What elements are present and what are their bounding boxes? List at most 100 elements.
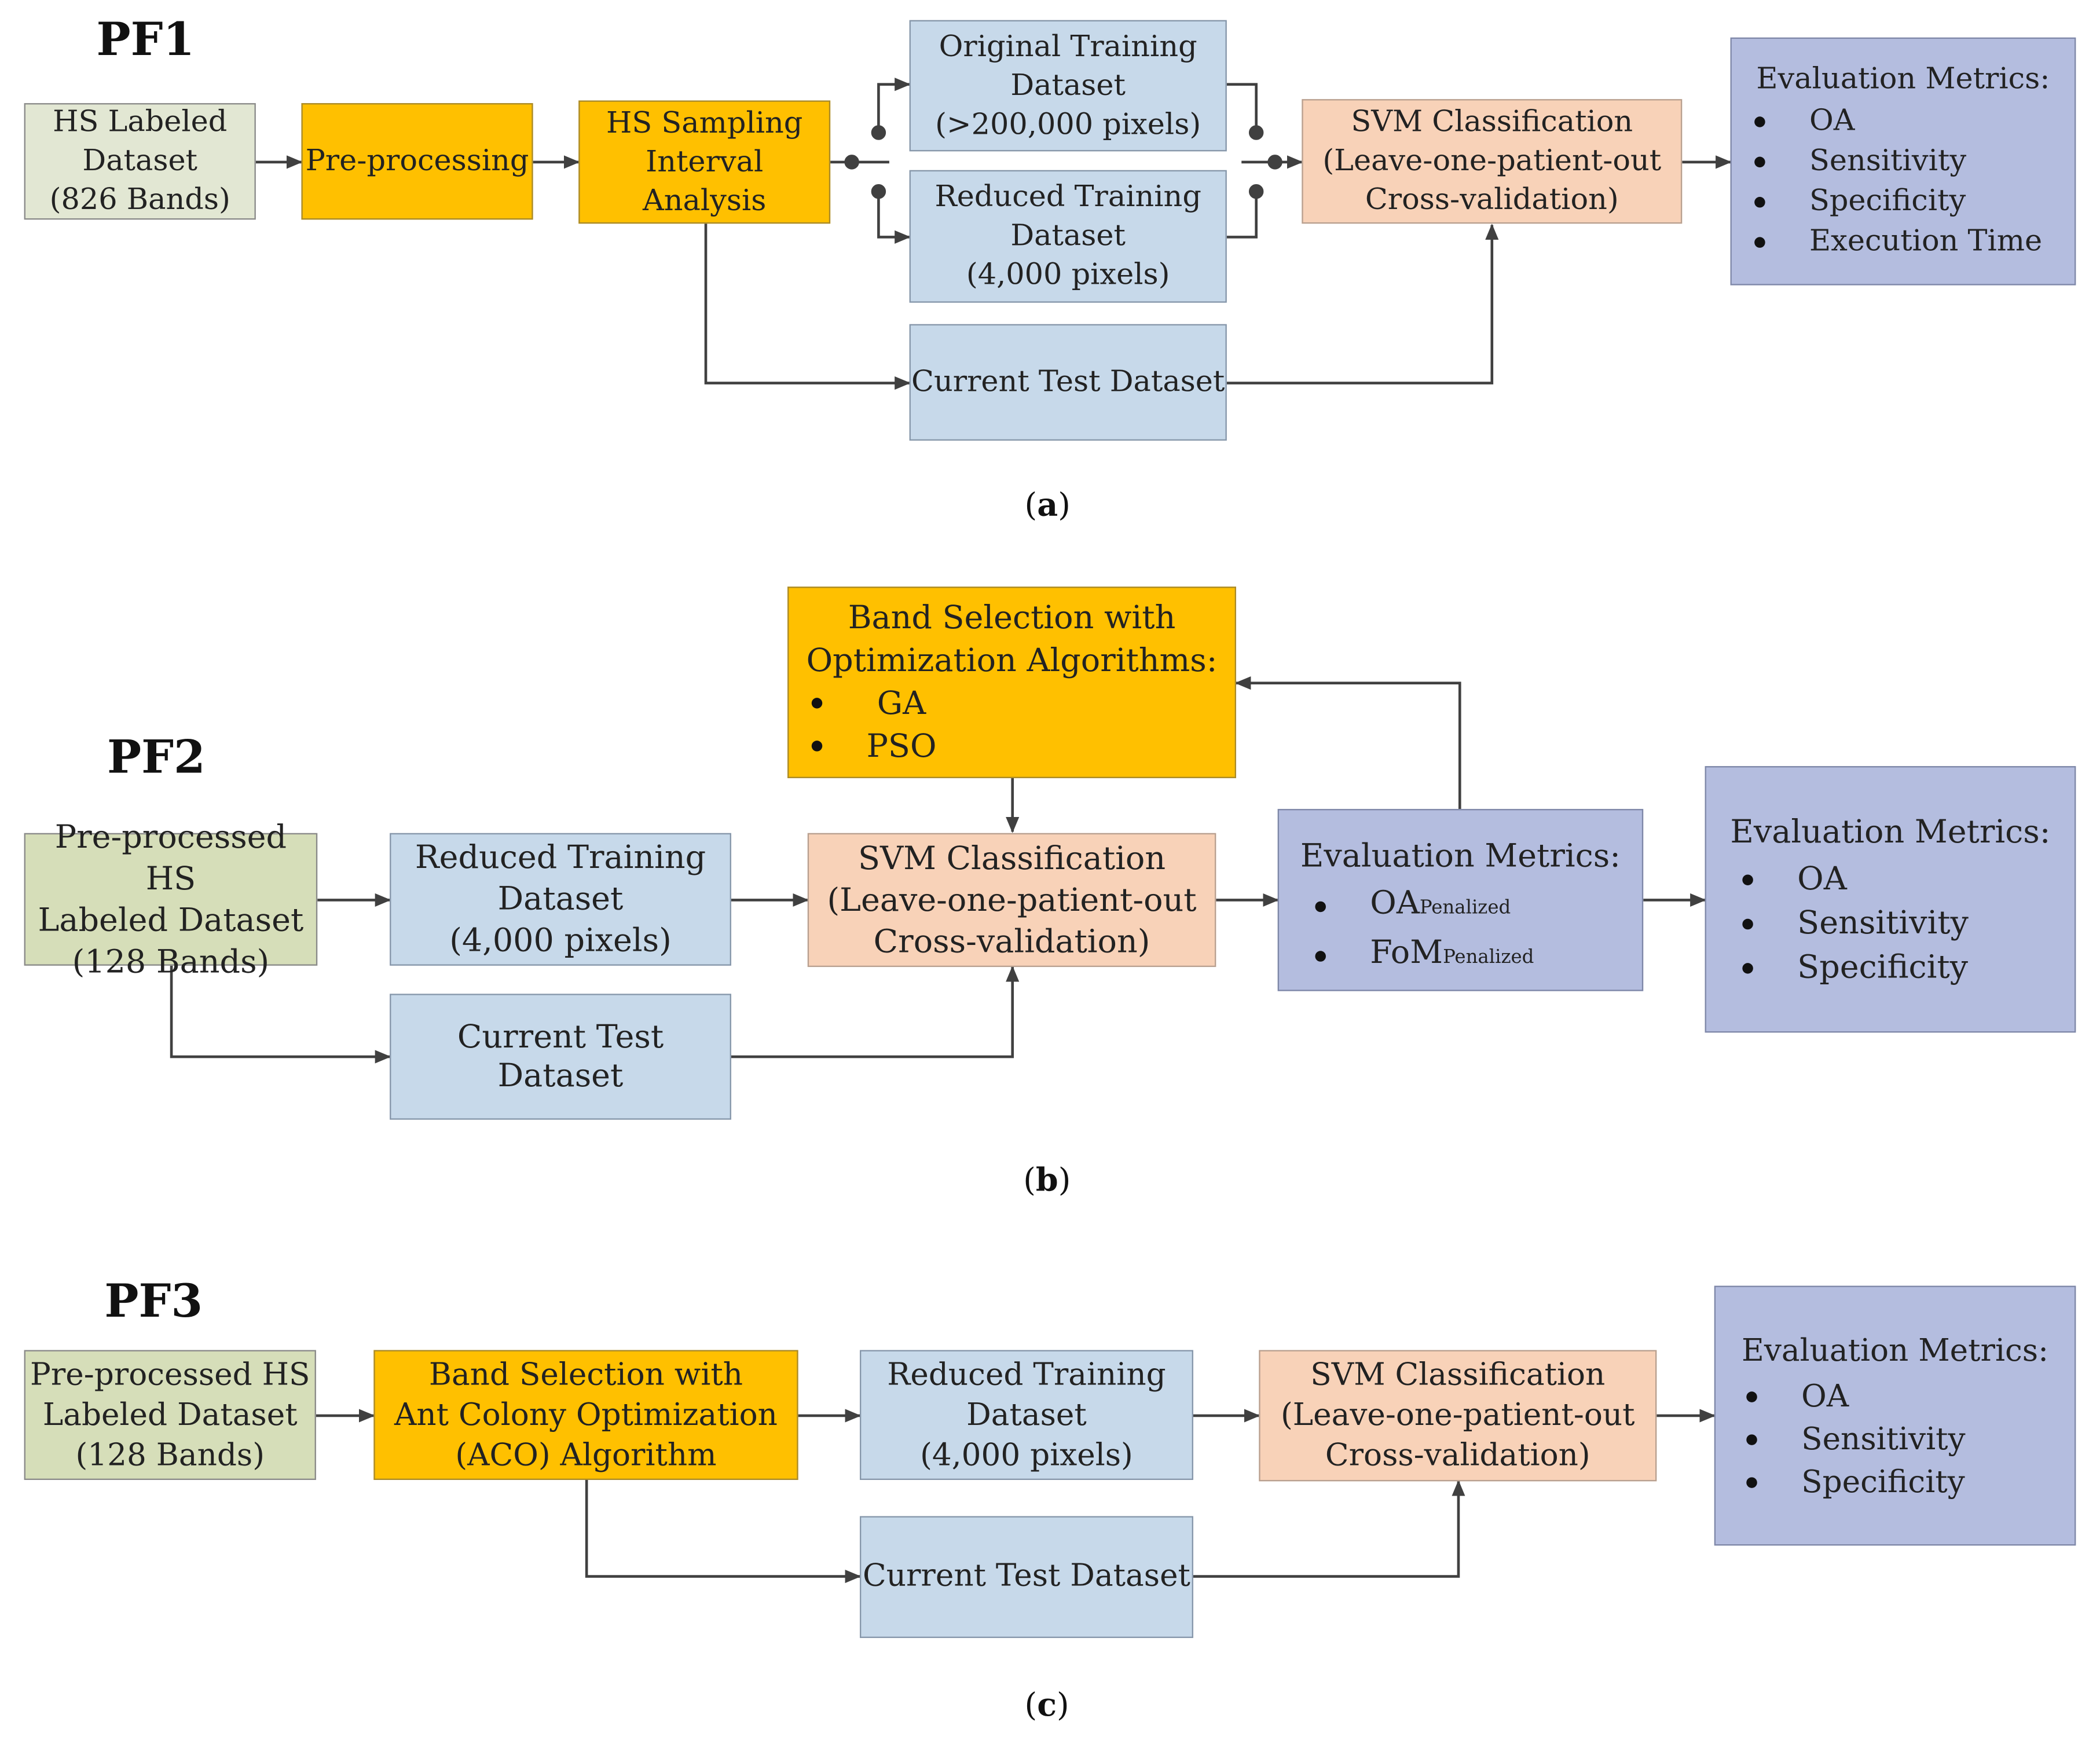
pf2-band-title-line1: Band Selection with [848,598,1176,636]
pf3-arrow-test-to-svm [1193,1479,1465,1578]
pf3-reduced-training-box: Reduced Training Dataset (4,000 pixels) [860,1350,1193,1480]
pf1-labeled-line2: Dataset [82,144,198,178]
pf1-reduced-line3: (4,000 pixels) [966,258,1170,292]
pf3-evaluation-metrics-box: Evaluation Metrics: OA Sensitivity Speci… [1714,1285,2076,1546]
pf2-test-dataset-box: Current Test Dataset [390,994,731,1120]
pf1-original-line3: (>200,000 pixels) [935,108,1201,142]
pf3-labeled-line1: Pre-processed HS [30,1357,310,1393]
pf2-caption-letter: b [1035,1160,1058,1199]
pf3-svm-line3: Cross-validation) [1325,1438,1590,1474]
pf1-svm-line3: Cross-validation) [1365,183,1619,217]
pf1-original-line2: Dataset [1010,69,1126,102]
pf1-metric-item: Sensitivity [1732,142,2042,182]
pf1-metrics-title: Evaluation Metrics: [1756,63,2050,97]
pf1-arrow-to-reduced [877,191,911,244]
pf2-title: PF2 [107,731,206,785]
pf3-test-dataset-box: Current Test Dataset [860,1516,1193,1638]
pf3-reduced-line1: Reduced Training [887,1357,1166,1393]
pf3-labeled-dataset-box: Pre-processed HS Labeled Dataset (128 Ba… [24,1350,316,1480]
pf1-metric-item: OA [1732,102,2042,142]
pf2-band-algorithm-item: GA [789,682,936,724]
pf2-inner-metrics-title: Evaluation Metrics: [1300,837,1621,875]
pf3-caption-letter: c [1037,1684,1057,1724]
pf1-switch-dot-right [1267,155,1282,170]
pf2-svm-line1: SVM Classification [857,839,1166,877]
pf3-reduced-line3: (4,000 pixels) [920,1438,1133,1473]
pf3-svm-line1: SVM Classification [1310,1358,1606,1393]
pf1-original-training-box: Original Training Dataset (>200,000 pixe… [909,20,1227,152]
pf1-svm-line2: (Leave-one-patient-out [1322,144,1662,178]
pf3-caption: (c) [1024,1684,1069,1724]
pf1-sampling-analysis-box: HS Sampling Interval Analysis [578,100,831,224]
pf1-arrow-test-to-svm [1226,224,1499,384]
pf3-labeled-line3: (128 Bands) [75,1438,265,1473]
pf2-reduced-line3: (4,000 pixels) [449,921,672,959]
pf1-caption: (a) [1024,485,1071,524]
pf2-svm-line2: (Leave-one-patient-out [827,880,1197,918]
pf2-reduced-line2: Dataset [497,880,624,918]
pf1-sampling-line1: HS Sampling [606,106,803,140]
pf2-labeled-line2: Labeled Dataset [38,900,304,939]
pf2-arrow-eval-to-band [1234,676,1461,809]
pf1-svm-line1: SVM Classification [1351,105,1633,140]
pf3-band-line2: Ant Colony Optimization [394,1397,778,1432]
pf1-switch-dot-right-up [1248,125,1264,140]
pf2-penalized-metric-item: OAPenalized [1292,881,1534,931]
pf2-metric-item: Specificity [1720,946,1969,990]
pf2-penalized-metric-item: FoMPenalized [1292,931,1534,981]
pf1-labeled-line1: HS Labeled [53,105,228,140]
pf1-hs-labeled-dataset-box: HS Labeled Dataset (826 Bands) [24,103,256,220]
pf3-labeled-line2: Labeled Dataset [42,1397,298,1432]
pf2-metric-sub: Penalized [1419,897,1511,919]
pf1-reduced-out [1226,191,1258,239]
pf2-metric-main: OA [1370,884,1420,922]
pf2-reduced-training-box: Reduced Training Dataset (4,000 pixels) [390,833,731,966]
pf3-svm-box: SVM Classification (Leave-one-patient-ou… [1259,1350,1657,1482]
pf2-svm-line3: Cross-validation) [873,922,1150,960]
pf1-title: PF1 [96,13,195,67]
pf2-band-algorithm-item: PSO [789,724,936,767]
pf3-metrics-title: Evaluation Metrics: [1742,1333,2049,1369]
pf3-test-label: Current Test Dataset [862,1559,1190,1594]
pf3-band-line3: (ACO) Algorithm [455,1438,717,1473]
pf2-arrow-labeled-to-test [170,965,391,1064]
pf1-reduced-training-box: Reduced Training Dataset (4,000 pixels) [909,170,1227,303]
pf1-test-dataset-box: Current Test Dataset [909,324,1227,441]
pf2-band-selection-box: Band Selection with Optimization Algorit… [787,587,1236,778]
pf1-switch-dot-right-down [1248,184,1264,199]
pf2-caption: (b) [1023,1160,1071,1199]
pf1-original-line1: Original Training [939,30,1197,64]
pf3-reduced-line2: Dataset [966,1397,1087,1432]
pf2-metrics-title: Evaluation Metrics: [1730,813,2051,851]
pf3-band-line1: Band Selection with [428,1357,743,1393]
pf1-evaluation-metrics-box: Evaluation Metrics: OA Sensitivity Speci… [1730,37,2076,285]
pf1-preprocessing-label: Pre-processing [305,144,529,178]
pf2-svm-box: SVM Classification (Leave-one-patient-ou… [807,833,1216,968]
pf3-title: PF3 [104,1275,203,1329]
pf3-metric-item: Specificity [1724,1461,1966,1504]
pf2-labeled-line3: (128 Bands) [72,942,270,980]
pf1-switch-dot-left-up [871,125,886,140]
pf2-band-title-line2: Optimization Algorithms: [806,641,1218,679]
pf1-metric-item: Execution Time [1732,222,2042,262]
pf2-test-label: Current Test Dataset [457,1017,664,1094]
pf2-labeled-line1: Pre-processed HS [54,818,287,897]
pf2-arrow-test-to-svm [731,965,1020,1058]
pf3-band-selection-box: Band Selection with Ant Colony Optimizat… [373,1350,798,1480]
pf2-labeled-dataset-box: Pre-processed HS Labeled Dataset (128 Ba… [24,818,318,980]
pf2-metric-item: OA [1720,857,1969,901]
pf1-original-out [1226,83,1258,133]
pf2-penalized-metrics-box: Evaluation Metrics: OAPenalized FoMPenal… [1277,809,1644,991]
pf2-evaluation-metrics-box: Evaluation Metrics: OA Sensitivity Speci… [1705,766,2076,1033]
pf1-arrow-sampling-to-test [704,224,911,390]
pf3-arrow-band-to-test [585,1479,862,1584]
pf1-labeled-line3: (826 Bands) [49,183,230,217]
pf1-switch-dot-left-down [871,184,886,199]
pf1-sampling-line2: Interval [646,145,764,179]
pf1-switch-dot-left [844,155,859,170]
pf1-metric-item: Specificity [1732,182,2042,222]
pf1-test-label: Current Test Dataset [911,365,1225,400]
pf2-metric-main: FoM [1370,933,1443,971]
